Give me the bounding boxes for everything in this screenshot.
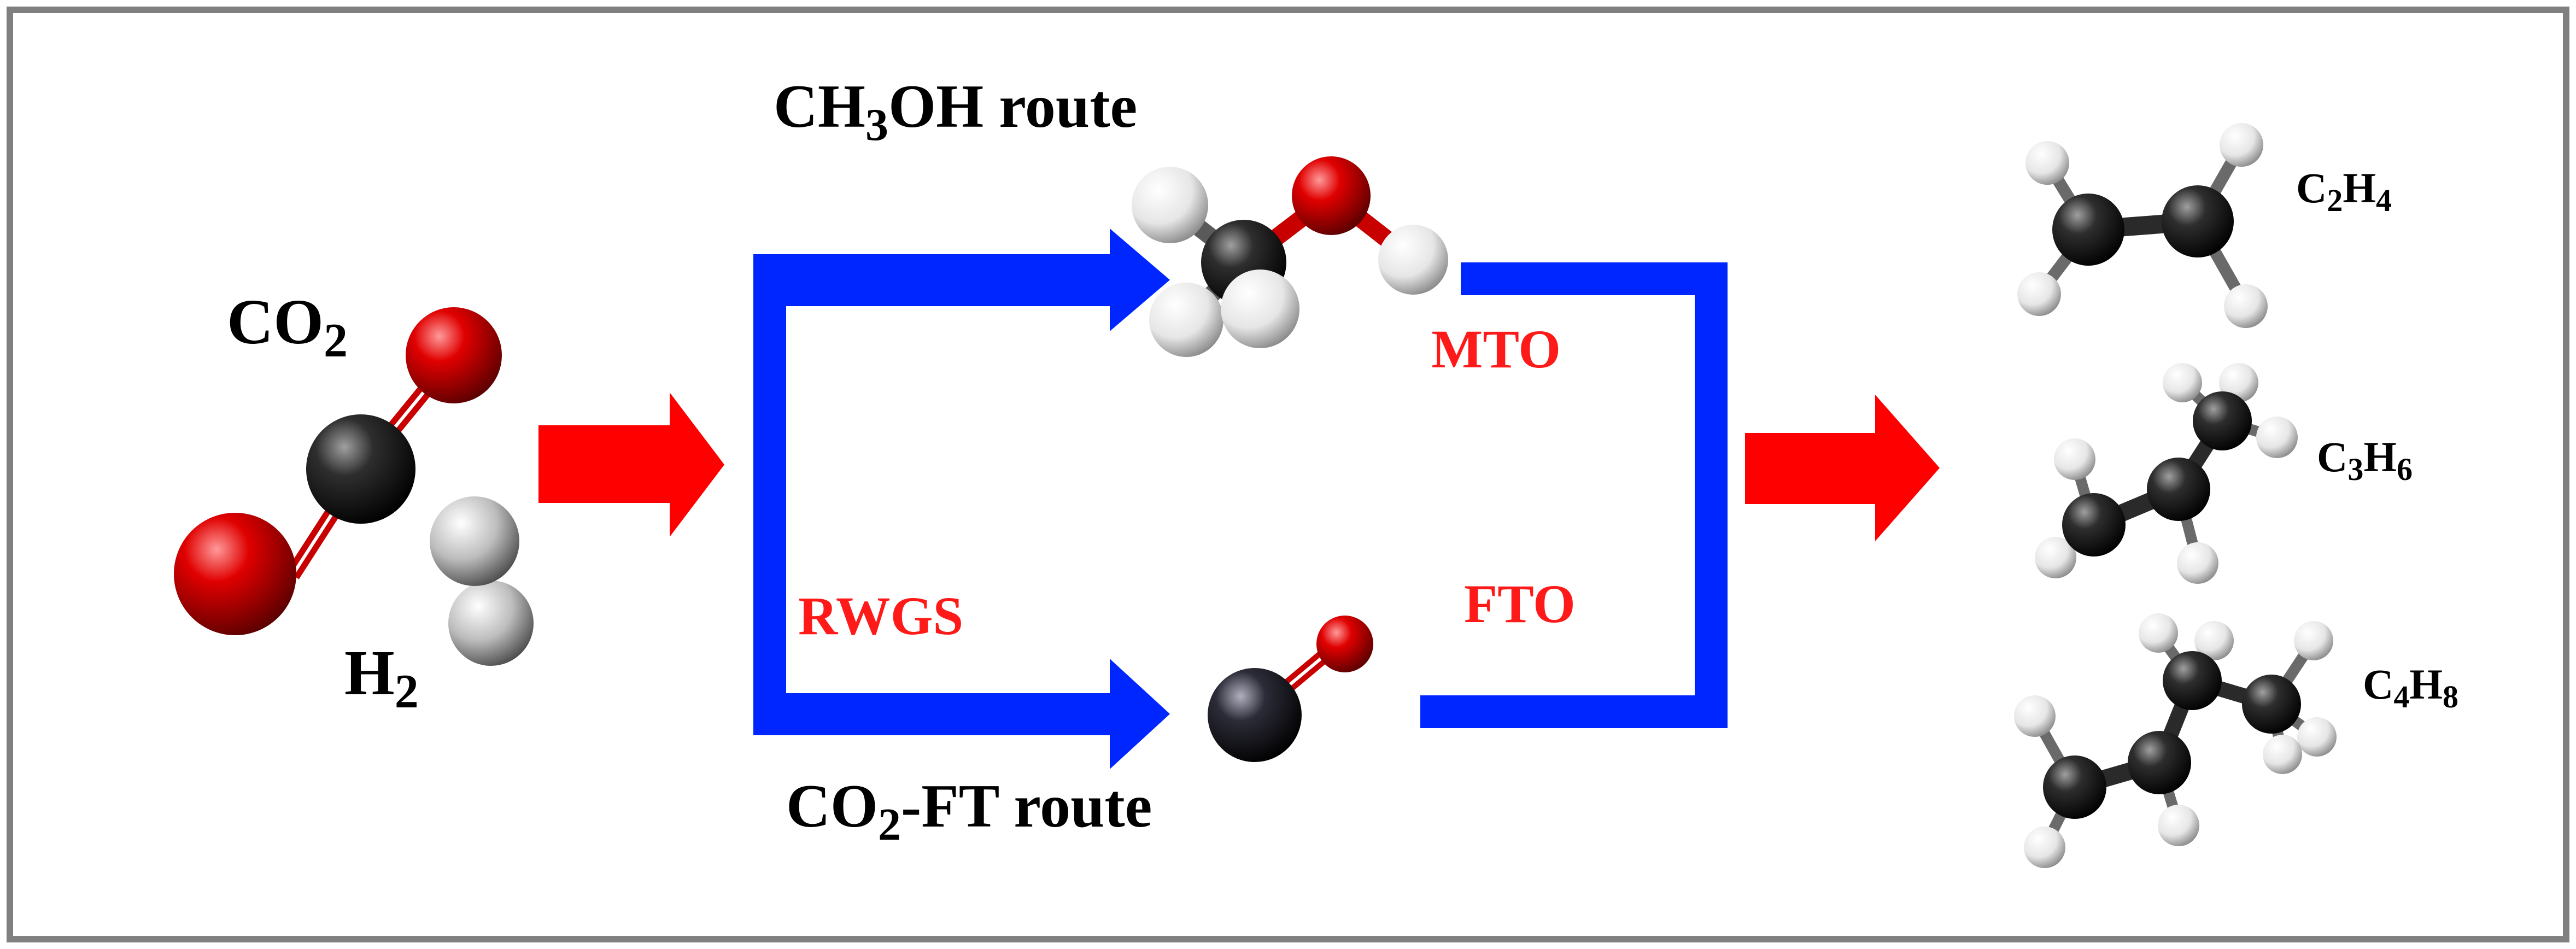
- fto-label: FTO: [1464, 573, 1576, 634]
- rwgs-label: RWGS: [798, 585, 963, 646]
- ethylene-molecule: [2017, 123, 2268, 328]
- h2-label: H2: [344, 637, 419, 718]
- route-arrow-co2ft-shaft: [753, 693, 1114, 735]
- input-flow-arrow: [538, 393, 724, 537]
- route-arrow-methanol-head: [1110, 229, 1170, 331]
- butene-molecule: [2014, 613, 2337, 868]
- route-bracket-top: [1461, 262, 1728, 295]
- co-molecule: [1208, 616, 1373, 762]
- route-bracket-right: [1695, 262, 1728, 722]
- product-label-c2h4: C2H4: [2296, 164, 2392, 218]
- co2-molecule: [174, 307, 502, 635]
- mto-label: MTO: [1431, 319, 1561, 379]
- methanol-molecule: [1132, 156, 1448, 357]
- output-flow-arrow: [1745, 395, 1940, 541]
- route-arrow-co2ft-head: [1110, 659, 1170, 769]
- propylene-molecule: [2035, 363, 2298, 584]
- methanol-route-label: CH3OH route: [774, 73, 1137, 150]
- route-bracket-bottom: [1420, 695, 1728, 728]
- route-spine-left: [753, 254, 786, 735]
- route-arrows: [753, 229, 1728, 769]
- product-label-c4h8: C4H8: [2363, 660, 2458, 714]
- route-arrow-methanol-shaft: [753, 254, 1114, 306]
- co2-label: CO2: [227, 286, 348, 367]
- co2ft-route-label: CO2-FT route: [786, 772, 1152, 850]
- h2-molecule: [430, 496, 534, 666]
- product-label-c3h6: C3H6: [2317, 433, 2413, 487]
